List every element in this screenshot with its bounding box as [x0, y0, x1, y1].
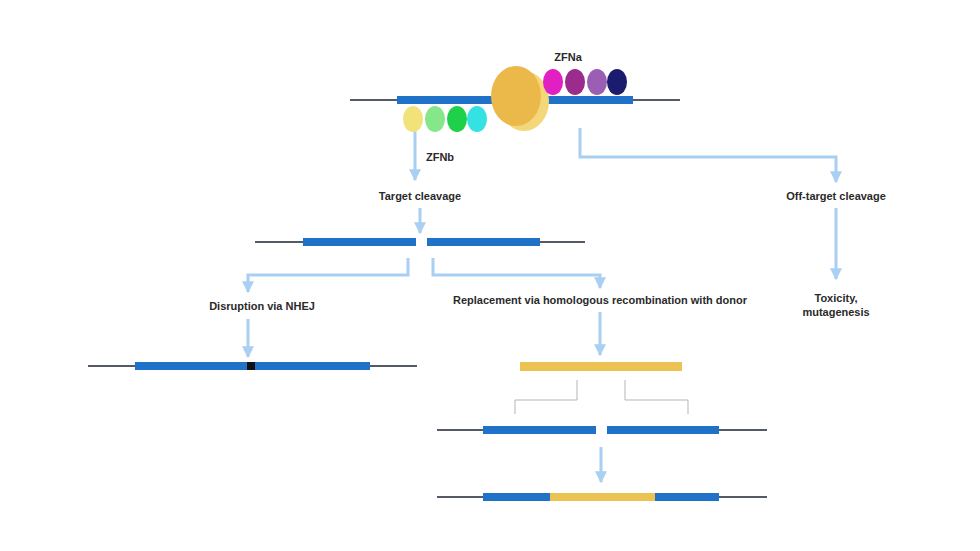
arrows: [248, 128, 836, 482]
zinc-fingers-a: [543, 69, 627, 95]
step-label: Disruption via NHEJ: [209, 299, 315, 313]
step-label: Off-target cleavage: [786, 189, 886, 203]
repaired-dna: [437, 493, 767, 501]
flow-arrow: [414, 128, 417, 180]
zinc-fingers-b: [403, 106, 487, 132]
step-label: Replacement via homologous recombination…: [453, 293, 747, 307]
flow-arrow: [419, 208, 422, 233]
cleaved-dna-hr: [437, 424, 767, 436]
flow-arrow: [580, 128, 836, 182]
step-label: Target cleavage: [379, 189, 461, 203]
homology-bracket: [515, 380, 688, 414]
outcome-label: Toxicity, mutagenesis: [781, 291, 891, 319]
foki-domain: [491, 66, 549, 131]
zfn-label: ZFNa: [554, 50, 582, 64]
flow-arrow: [248, 258, 408, 292]
flow-arrow: [433, 258, 600, 288]
donor-dna: [520, 362, 682, 371]
flow-arrow: [247, 319, 250, 357]
flow-arrow: [599, 312, 602, 355]
flow-arrow: [600, 447, 603, 482]
cleaved-dna: [255, 236, 585, 248]
nhej-dna: [88, 362, 417, 370]
flow-arrow: [835, 208, 838, 279]
zfn-label: ZFNb: [426, 150, 454, 164]
